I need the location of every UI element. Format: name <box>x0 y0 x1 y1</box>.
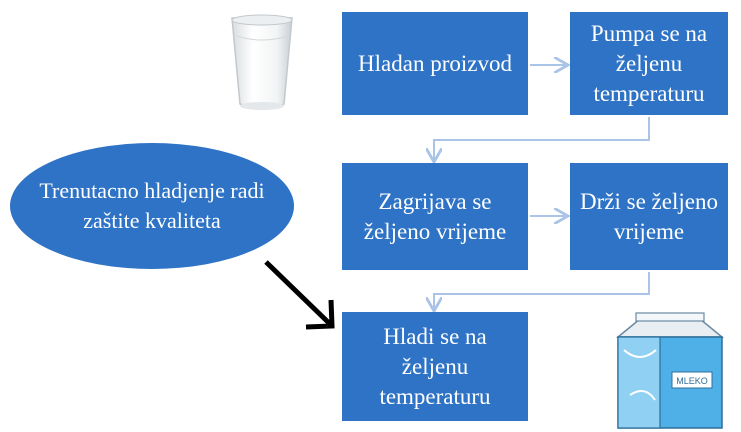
step-zagrijava: Zagrijava se željeno vrijeme <box>342 163 528 270</box>
black-arrow <box>264 260 335 330</box>
step-hladi: Hladi se na željenu temperaturu <box>342 312 528 421</box>
connector-4-5 <box>434 272 650 309</box>
step-drzi: Drži se željeno vrijeme <box>570 163 728 270</box>
connector-2-3 <box>434 117 650 160</box>
step-pumpa: Pumpa se na željenu temperaturu <box>570 12 728 115</box>
note-ellipse: Trenutacno hladjenje radi zaštite kvalit… <box>10 143 294 269</box>
carton-label: MLEKO <box>676 376 708 386</box>
step-hladan-proizvod: Hladan proizvod <box>342 12 528 115</box>
